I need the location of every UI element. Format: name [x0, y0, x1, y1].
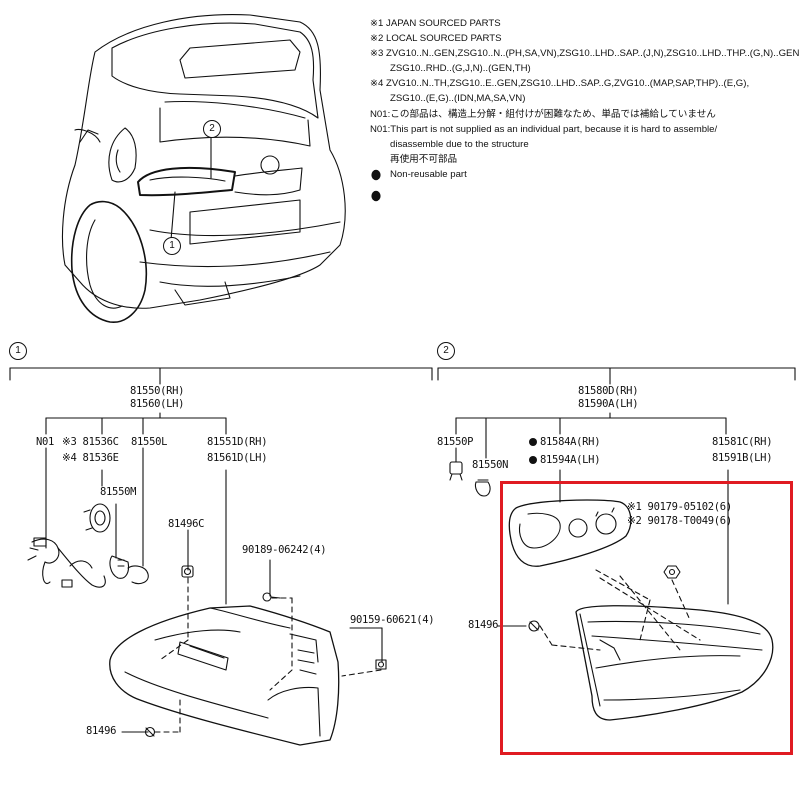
section2-dashed-leaders — [539, 569, 701, 651]
part-81591b-lh: 81591B(LH) — [712, 452, 773, 464]
part-90178-t0049: ※2 90178-T0049(6) — [627, 515, 732, 527]
note-3-line-1: ※3 ZVG10..N..GEN,ZSG10..N..(PH,SA,VN),ZS… — [370, 48, 800, 60]
callout-2: 2 — [203, 120, 221, 138]
part-81584a-rh: 81584A(RH) — [540, 436, 601, 448]
part-81590a-lh: 81590A(LH) — [578, 398, 639, 410]
gasket-illustration — [508, 499, 632, 567]
grommet-81496c — [181, 565, 194, 578]
part-81581c-rh: 81581C(RH) — [712, 436, 773, 448]
part-81496-left: 81496 — [86, 725, 117, 737]
part-81536c: ※3 81536C — [62, 436, 119, 448]
part-81496c: 81496C — [168, 518, 205, 530]
note-3-line-2: ZSG10..RHD..(G,J,N)..(GEN,TH) — [390, 63, 531, 75]
socket-81550p — [449, 461, 463, 481]
part-81551d-rh: 81551D(RH) — [207, 436, 268, 448]
note-non-reusable-english: Non-reusable part — [390, 168, 467, 180]
clip-81496-right — [528, 620, 540, 632]
part-81560-lh: 81560(LH) — [130, 398, 185, 410]
part-81550n: 81550N — [472, 459, 509, 471]
non-reusable-markers — [371, 169, 537, 464]
note-local-sourced: ※2 LOCAL SOURCED PARTS — [370, 33, 502, 45]
section-2-marker: 2 — [437, 342, 455, 360]
highlight-box — [500, 481, 793, 755]
part-81550m: 81550M — [100, 486, 137, 498]
part-81550-rh: 81550(RH) — [130, 385, 185, 397]
section1-dashed-leaders — [154, 577, 382, 733]
note-n01-english-1: N01:This part is not supplied as an indi… — [370, 123, 718, 135]
part-81550p: 81550P — [437, 436, 474, 448]
part-n01: N01 — [36, 436, 55, 448]
nut-90179 — [663, 565, 681, 579]
part-81496-right: 81496 — [468, 619, 499, 631]
bulb-81550n — [474, 479, 491, 497]
callout-1: 1 — [163, 237, 181, 255]
screw-90189 — [262, 592, 281, 602]
nut-90159 — [375, 659, 387, 670]
part-81580d-rh: 81580D(RH) — [578, 385, 639, 397]
vehicle-rear-illustration — [61, 14, 346, 323]
note-4-line-2: ZSG10..(E,G)..(IDN,MA,SA,VN) — [390, 93, 526, 105]
bulb-illustration — [109, 555, 149, 585]
note-4-line-1: ※4 ZVG10..N..TH,ZSG10..E..GEN,ZSG10..LHD… — [370, 78, 750, 90]
rear-lamp-outer-illustration — [109, 605, 340, 746]
note-non-reusable-japanese: 再使用不可部品 — [390, 153, 458, 165]
part-81536e: ※4 81536E — [62, 452, 119, 464]
section-1-marker: 1 — [9, 342, 27, 360]
part-90159-60621: 90159-60621(4) — [350, 614, 435, 626]
note-n01-japanese: N01:この部品は、構造上分解・組付けが困難なため、単品では補給していません — [370, 108, 716, 120]
note-japan-sourced: ※1 JAPAN SOURCED PARTS — [370, 18, 501, 29]
note-n01-english-2: disassemble due to the structure — [390, 138, 529, 150]
section2-bracket — [437, 367, 796, 627]
part-90189-06242: 90189-06242(4) — [242, 544, 327, 556]
part-81550l: 81550L — [131, 436, 168, 448]
notes-block: ※1 JAPAN SOURCED PARTS ※2 LOCAL SOURCED … — [370, 16, 800, 182]
rear-lamp-inner-illustration — [575, 605, 774, 721]
section1-bracket — [9, 367, 433, 733]
part-90179-05102: ※1 90179-05102(6) — [627, 501, 732, 513]
wire-harness-illustration — [27, 537, 106, 588]
part-81594a-lh: 81594A(LH) — [540, 454, 601, 466]
socket-illustration — [83, 503, 111, 533]
part-81561d-lh: 81561D(LH) — [207, 452, 268, 464]
